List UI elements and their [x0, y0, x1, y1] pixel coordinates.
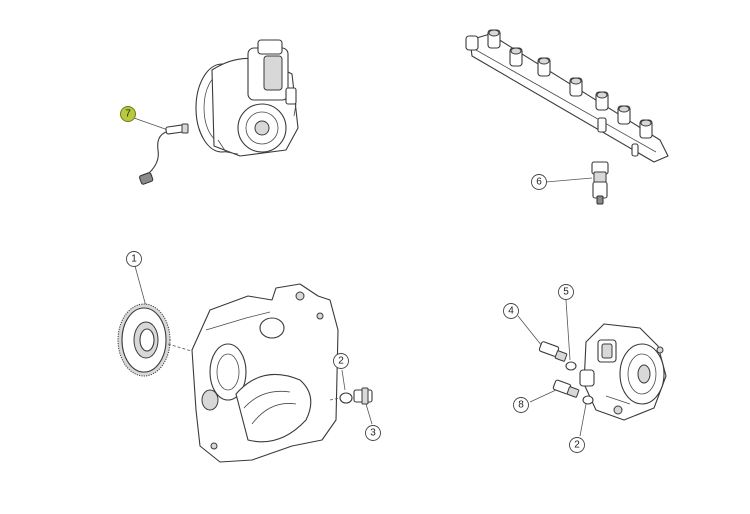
rail-pressure-sensor: [545, 161, 609, 205]
callout-4[interactable]: 4: [503, 303, 519, 319]
callout-5[interactable]: 5: [558, 284, 574, 300]
pump-fittings: [517, 299, 594, 437]
callout-1[interactable]: 1: [126, 251, 142, 267]
front-timing-cover: [191, 283, 341, 463]
callout-6[interactable]: 6: [531, 174, 547, 190]
callout-2-left[interactable]: 2: [333, 353, 349, 369]
oring-and-plug-left: [339, 369, 373, 425]
speed-sensor: [133, 117, 189, 185]
tone-wheel-gear: [117, 265, 209, 377]
callout-2-right[interactable]: 2: [569, 437, 585, 453]
high-pressure-pump: [579, 323, 667, 421]
callout-3[interactable]: 3: [365, 425, 381, 441]
callout-7[interactable]: 7: [120, 106, 136, 122]
fuel-rail: [465, 29, 669, 163]
turbocharger-assembly: [195, 39, 299, 157]
callout-8[interactable]: 8: [513, 397, 529, 413]
